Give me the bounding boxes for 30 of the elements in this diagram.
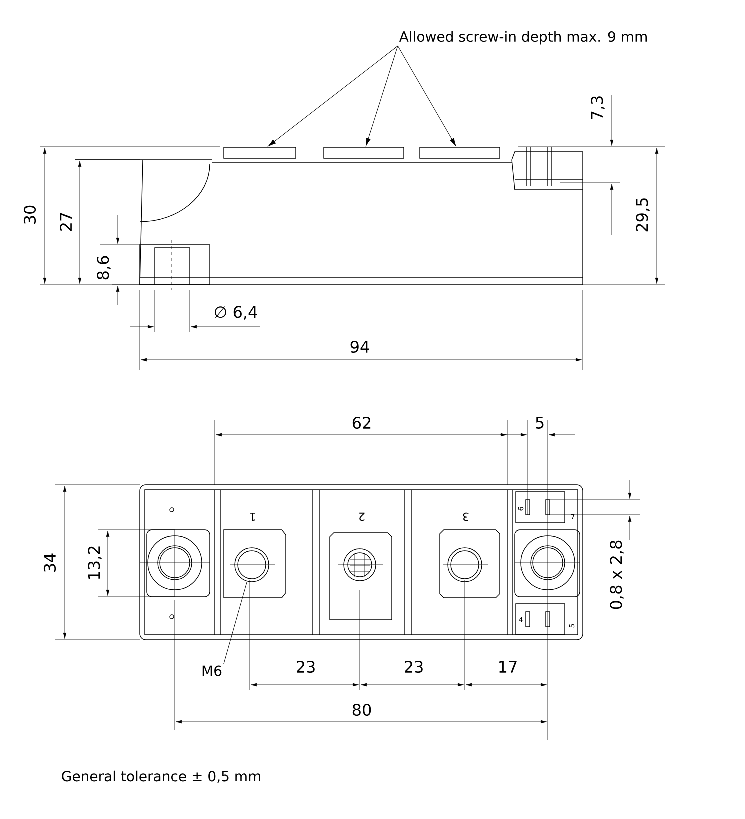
dimension-text: 23 <box>297 660 315 674</box>
dimension-text: ∅ 6,4 <box>214 306 258 320</box>
dimension-text: 13,2 <box>88 546 102 580</box>
dimension-text: 29,5 <box>636 198 650 232</box>
terminal-number: 3 <box>463 512 469 522</box>
dimension-text: 5 <box>536 417 544 429</box>
dimension-text: 17 <box>500 661 517 673</box>
terminal-hole <box>234 548 270 582</box>
dimension-text: 0,8 x 2,8 <box>610 540 624 610</box>
dimension-text: 7,3 <box>591 96 605 120</box>
dimension-text: 27 <box>60 213 72 231</box>
dimension-text: 94 <box>350 340 370 354</box>
leader-line <box>224 581 248 665</box>
terminal-plate <box>420 147 500 159</box>
leader-line <box>366 46 398 146</box>
terminal-number: 2 <box>360 512 365 522</box>
terminal-plate <box>224 147 296 159</box>
leader-line <box>268 46 398 147</box>
dimension-text: 8,6 <box>97 256 111 280</box>
dimension-text: 23 <box>405 660 423 674</box>
dimension-text: 80 <box>352 704 372 716</box>
dimension-text: 34 <box>44 554 56 572</box>
note-text: Allowed screw-in depth max. 9 mm <box>399 31 647 45</box>
dimension-text: 30 <box>24 206 36 224</box>
leader-line <box>398 46 456 146</box>
tolerance-note: General tolerance ± 0,5 mm <box>62 770 260 784</box>
thread-label: M6 <box>202 666 222 676</box>
terminal-plate <box>324 147 404 159</box>
dimension-text: 62 <box>352 416 371 430</box>
terminal-number: 1 <box>250 513 256 521</box>
